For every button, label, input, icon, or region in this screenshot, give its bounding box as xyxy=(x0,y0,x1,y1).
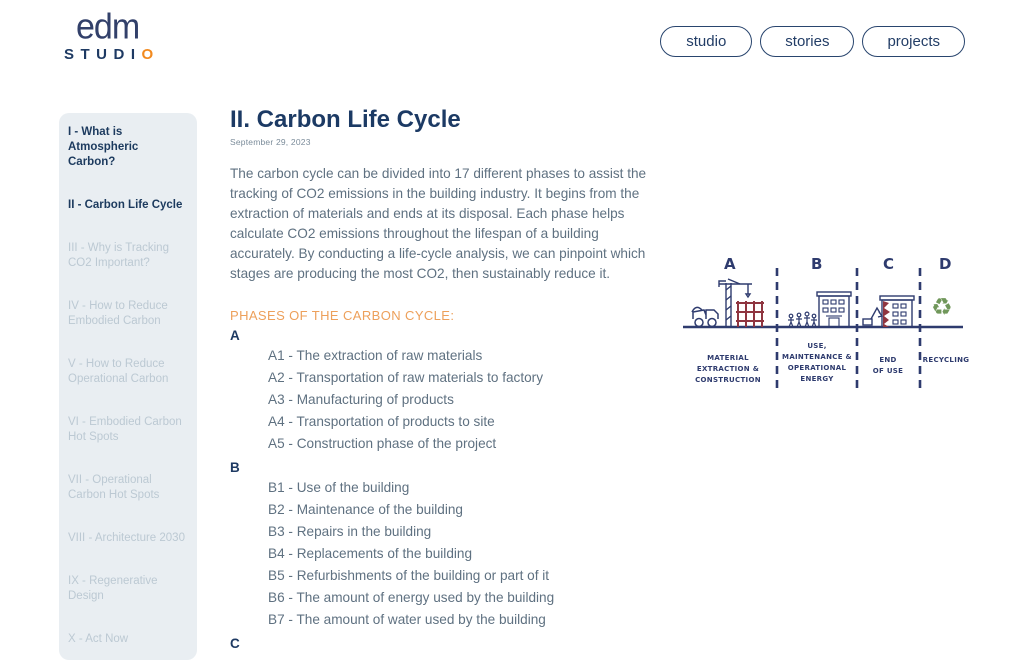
sidebar-item[interactable]: II - Carbon Life Cycle xyxy=(68,199,183,211)
caption-b-line3: OPERATIONAL xyxy=(788,364,847,372)
phase-item: B2 - Maintenance of the building xyxy=(268,502,463,517)
phase-item: B4 - Replacements of the building xyxy=(268,546,473,561)
logo-word-accent: O xyxy=(141,46,160,63)
nav-button[interactable]: projects xyxy=(862,26,965,57)
caption-a-line3: CONSTRUCTION xyxy=(695,376,761,384)
caption-d-line1: RECYCLING xyxy=(923,356,970,364)
logo-word-main: STUDI xyxy=(64,46,142,63)
phase-item: B5 - Refurbishments of the building or p… xyxy=(268,568,550,583)
phase-item: A2 - Transportation of raw materials to … xyxy=(268,370,544,385)
demolition-damage-icon xyxy=(883,301,890,327)
nav-button[interactable]: stories xyxy=(760,26,855,57)
phase-group-letter: B xyxy=(230,460,240,475)
article-intro: The carbon cycle can be divided into 17 … xyxy=(230,166,647,281)
demolished-building-icon xyxy=(879,295,915,328)
phase-item: A1 - The extraction of raw materials xyxy=(268,348,483,363)
crane-icon xyxy=(718,278,752,327)
article: II. Carbon Life Cycle September 29, 2023… xyxy=(230,106,654,653)
phase-groups: A A1 - The extraction of raw materials A2 … xyxy=(230,327,654,652)
article-date: September 29, 2023 xyxy=(230,137,311,147)
phase-item: A3 - Manufacturing of products xyxy=(268,392,454,407)
phase-item: A4 - Transportation of products to site xyxy=(268,414,495,429)
diagram-letter-d: D xyxy=(939,255,951,273)
sidebar-item[interactable]: IV - How to Reduce Embodied Carbon xyxy=(68,300,168,327)
table-of-contents-sidebar: I - What is Atmospheric Carbon? II - Carb… xyxy=(59,113,197,660)
caption-b-line2: MAINTENANCE & xyxy=(782,353,852,361)
phase-item-list: A1 - The extraction of raw materials A2 -… xyxy=(230,345,654,455)
page-title: II. Carbon Life Cycle xyxy=(230,106,461,133)
sidebar-item[interactable]: V - How to Reduce Operational Carbon xyxy=(68,358,169,385)
sidebar-item[interactable]: VII - Operational Carbon Hot Spots xyxy=(68,474,160,501)
phase-captions: MATERIAL EXTRACTION & CONSTRUCTION USE, … xyxy=(695,342,969,384)
caption-c-line1: END xyxy=(879,356,896,364)
caption-c-line2: OF USE xyxy=(873,367,903,375)
phase-item: B3 - Repairs in the building xyxy=(268,524,432,539)
phase-item: B7 - The amount of water used by the bui… xyxy=(268,612,546,627)
excavator-icon xyxy=(862,306,884,328)
lifecycle-diagram: A B C D xyxy=(683,255,969,388)
phase-item-list: B1 - Use of the building B2 - Maintenance… xyxy=(230,477,654,631)
recycling-icon: ♻ xyxy=(931,293,953,321)
sidebar-item[interactable]: III - Why is Tracking CO2 Important? xyxy=(68,242,169,269)
edm-studio-logo[interactable]: edm STUDIO xyxy=(64,7,174,63)
building-in-use-icon xyxy=(816,291,852,328)
phase-item: A5 - Construction phase of the project xyxy=(268,436,497,451)
caption-a-line2: EXTRACTION & xyxy=(697,365,759,373)
sidebar-item[interactable]: I - What is Atmospheric Carbon? xyxy=(68,126,139,168)
sidebar-item[interactable]: X - Act Now xyxy=(68,633,129,645)
diagram-letter-a: A xyxy=(724,255,736,273)
diagram-letter-b: B xyxy=(811,255,822,273)
sidebar-item[interactable]: IX - Regenerative Design xyxy=(68,575,158,602)
logo-word: STUDIO xyxy=(64,46,174,63)
people-icons xyxy=(788,311,817,328)
caption-b-line4: ENERGY xyxy=(800,375,834,383)
sidebar-item[interactable]: VIII - Architecture 2030 xyxy=(68,532,185,544)
phase-item: B6 - The amount of energy used by the bu… xyxy=(268,590,555,605)
caption-a-line1: MATERIAL xyxy=(707,354,749,362)
diagram-letter-c: C xyxy=(883,255,894,273)
phase-group-letter: A xyxy=(230,328,240,343)
caption-b-line1: USE, xyxy=(807,342,826,350)
nav-button[interactable]: studio xyxy=(660,26,753,57)
phases-heading: PHASES OF THE CARBON CYCLE: xyxy=(230,308,455,323)
sidebar-item[interactable]: VI - Embodied Carbon Hot Spots xyxy=(68,416,182,443)
phase-group-letter: C xyxy=(230,636,240,651)
building-frame-icon xyxy=(736,301,764,327)
phase-item: B1 - Use of the building xyxy=(268,480,410,495)
dump-truck-icon xyxy=(691,306,719,328)
logo-script-text: edm xyxy=(76,7,140,47)
